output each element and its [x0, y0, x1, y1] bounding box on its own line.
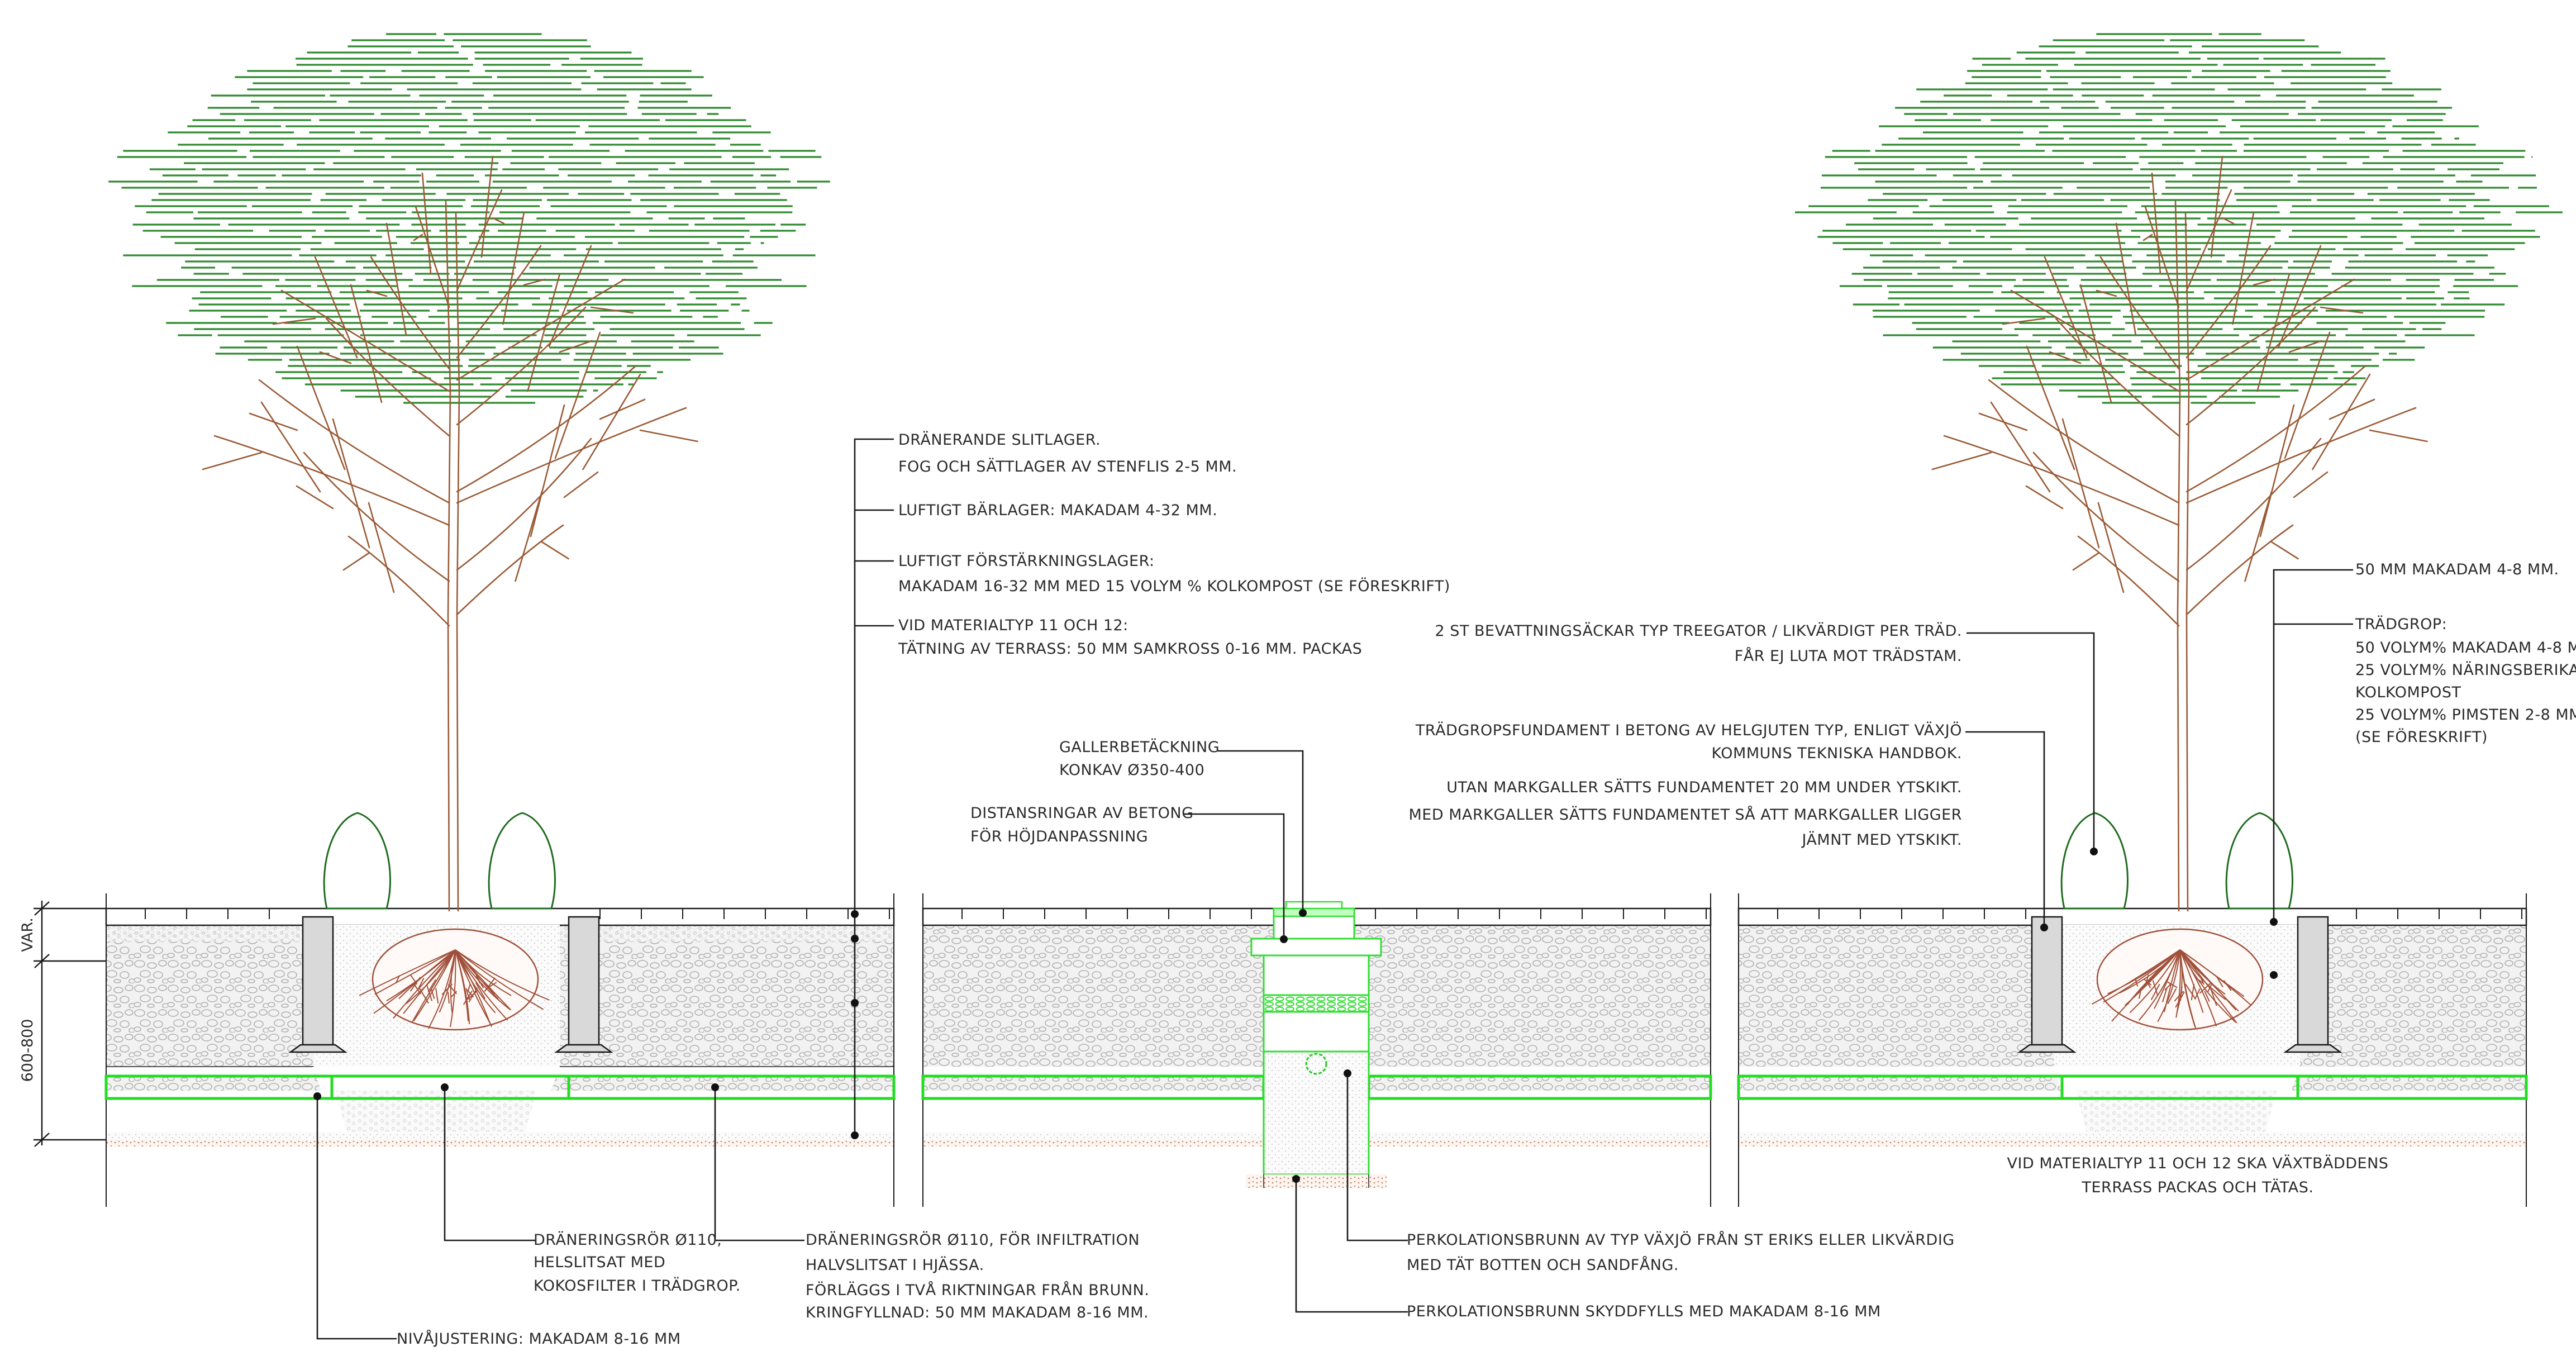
tree-canopy-right — [1795, 33, 2563, 404]
label-drain2-1: DRÄNERINGSRÖR Ø110, FÖR INFILTRATION — [806, 1231, 1140, 1249]
label-drain2-3: FÖRLÄGGS I TVÅ RIKTNINGAR FRÅN BRUNN. — [806, 1281, 1149, 1299]
tree-branches-right — [1931, 155, 2428, 912]
label-forstark-1: LUFTIGT FÖRSTÄRKNINGSLAGER: — [898, 552, 1155, 570]
label-tradgrop-2: 50 VOLYM% MAKADAM 4-8 MM — [2355, 639, 2576, 657]
dim-base-layers: 600-800 — [19, 1019, 36, 1082]
label-fund-3: UTAN MARKGALLER SÄTTS FUNDAMENTET 20 MM … — [1446, 778, 1962, 796]
label-tradgrop-4: KOLKOMPOST — [2355, 684, 2461, 701]
drainage-pipes — [104, 1074, 2528, 1100]
label-perk-2: MED TÄT BOTTEN OCH SANDFÅNG. — [1407, 1256, 1679, 1274]
label-nivajust: NIVÅJUSTERING: MAKADAM 8-16 MM — [397, 1330, 681, 1348]
label-fund-1: TRÄDGROPSFUNDAMENT I BETONG AV HELGJUTEN… — [1415, 721, 1962, 739]
tree-canopy-left — [108, 33, 830, 404]
annotation-leaders — [313, 438, 2353, 1340]
label-perk-skydd: PERKOLATIONSBRUNN SKYDDFYLLS MED MAKADAM… — [1407, 1303, 1881, 1320]
label-tradgrop-1: TRÄDGROP: — [2355, 615, 2447, 633]
watering-bags — [323, 812, 2293, 910]
label-makadam-top: 50 MM MAKADAM 4-8 MM. — [2355, 561, 2559, 578]
label-drain2-4: KRINGFYLLNAD: 50 MM MAKADAM 8-16 MM. — [806, 1304, 1149, 1321]
label-fund-5: JÄMNT MED YTSKIKT. — [1801, 831, 1962, 849]
tree-pit-foundations — [288, 916, 2342, 1053]
label-material-1: VID MATERIALTYP 11 OCH 12: — [898, 617, 1129, 634]
label-vaxtbadd-2: TERRASS PACKAS OCH TÄTAS. — [2082, 1178, 2314, 1196]
label-forstark-2: MAKADAM 16-32 MM MED 15 VOLYM % KOLKOMPO… — [898, 577, 1450, 595]
label-bevatt-1: 2 ST BEVATTNINGSÄCKAR TYP TREEGATOR / LI… — [1435, 622, 1962, 640]
label-barlager: LUFTIGT BÄRLAGER: MAKADAM 4-32 MM. — [898, 501, 1217, 519]
label-vaxtbadd-1: VID MATERIALTYP 11 OCH 12 SKA VÄXTBÄDDEN… — [2007, 1154, 2389, 1172]
label-distans-1: DISTANSRINGAR AV BETONG — [970, 805, 1194, 822]
label-fund-2: KOMMUNS TEKNISKA HANDBOK. — [1712, 745, 1962, 762]
label-drain2-2: HALVSLITSAT I HJÄSSA. — [806, 1256, 984, 1274]
root-ball-left — [359, 928, 550, 1031]
paver-joints — [145, 908, 2522, 919]
dim-surface-layer: VAR. — [19, 917, 36, 952]
label-tradgrop-3: 25 VOLYM% NÄRINGSBERIKAD — [2355, 661, 2576, 679]
root-ball-right — [2092, 928, 2264, 1031]
dimension-line: VAR. 600-800 — [19, 901, 106, 1147]
label-material-2: TÄTNING AV TERRASS: 50 MM SAMKROSS 0-16 … — [898, 640, 1362, 658]
label-galler-1: GALLERBETÄCKNING — [1059, 738, 1220, 756]
label-slitlager-2: FOG OCH SÄTTLAGER AV STENFLIS 2-5 MM. — [898, 458, 1237, 475]
label-drain1-2: HELSLITSAT MED — [534, 1254, 665, 1271]
label-galler-2: KONKAV Ø350-400 — [1059, 762, 1204, 779]
tree-branches-left — [202, 155, 698, 912]
label-fund-4: MED MARKGALLER SÄTTS FUNDAMENTET SÅ ATT … — [1409, 806, 1962, 824]
percolation-well — [1246, 901, 1387, 1188]
label-bevatt-2: FÅR EJ LUTA MOT TRÄDSTAM. — [1735, 647, 1962, 665]
label-drain1-3: KOKOSFILTER I TRÄDGROP. — [534, 1277, 741, 1295]
label-distans-2: FÖR HÖJDANPASSNING — [970, 827, 1148, 845]
label-tradgrop-5: 25 VOLYM% PIMSTEN 2-8 MM — [2355, 706, 2576, 724]
label-tradgrop-6: (SE FÖRESKRIFT) — [2355, 728, 2488, 746]
label-slitlager-1: DRÄNERANDE SLITLAGER. — [898, 431, 1101, 449]
label-drain1-1: DRÄNERINGSRÖR Ø110, — [534, 1231, 722, 1249]
label-perk-1: PERKOLATIONSBRUNN AV TYP VÄXJÖ FRÅN ST E… — [1407, 1231, 1955, 1249]
annotation-labels: DRÄNERANDE SLITLAGER. FOG OCH SÄTTLAGER … — [397, 431, 2576, 1348]
